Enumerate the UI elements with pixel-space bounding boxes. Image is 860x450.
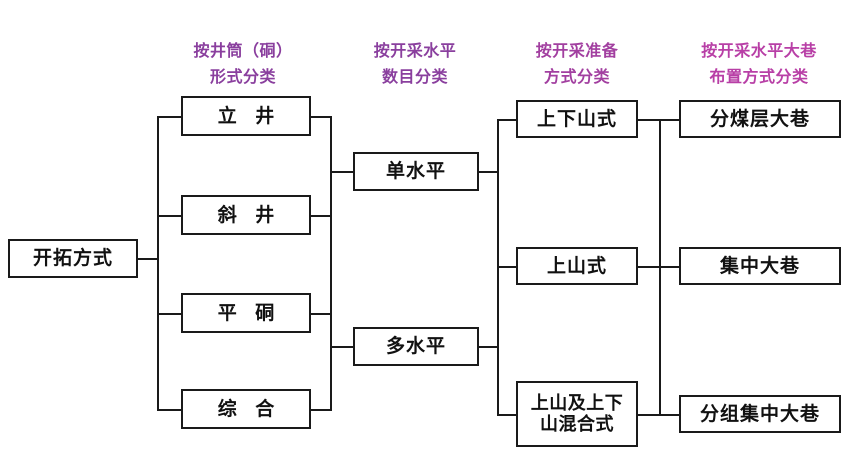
connector-bus4-to-fenzujizhong	[659, 414, 681, 416]
connector-bus2-to-danshuiping	[330, 171, 354, 173]
connector-bus-level2	[330, 116, 332, 410]
connector-bus1-to-zonghe	[157, 409, 182, 411]
node-pingdong[interactable]: 平 硐	[181, 293, 311, 333]
node-xiejing[interactable]: 斜 井	[181, 195, 311, 235]
node-fenzujizhong-label: 分组集中大巷	[699, 402, 820, 425]
node-shangshanshi-label: 上山式	[546, 254, 607, 277]
column-header-3: 按开采准备 方式分类	[514, 12, 640, 90]
node-jizhong[interactable]: 集中大巷	[679, 247, 841, 285]
connector-danshuiping-out	[478, 171, 499, 173]
node-fenmeiceng[interactable]: 分煤层大巷	[679, 100, 841, 138]
column-header-2-label: 按开采水平 数目分类	[373, 41, 457, 86]
node-duoshuiping[interactable]: 多水平	[353, 327, 479, 366]
connector-bus2-to-duoshuiping	[330, 346, 354, 348]
column-header-1: 按井筒（硐） 形式分类	[178, 12, 308, 90]
node-root-label: 开拓方式	[32, 247, 113, 269]
node-duoshuiping-label: 多水平	[385, 335, 446, 357]
connector-bus1-to-lijing	[157, 116, 182, 118]
node-hunheshi-label: 上山及上下 山混合式	[530, 393, 624, 435]
node-danshuiping-label: 单水平	[385, 160, 446, 182]
connector-root-stub	[138, 258, 159, 260]
connector-xiejing-out	[310, 215, 332, 217]
connector-bus1-to-pingdong	[157, 313, 182, 315]
column-header-4-label: 按开采水平大巷 布置方式分类	[701, 41, 817, 86]
connector-bus4-to-jizhong	[659, 266, 681, 268]
node-root[interactable]: 开拓方式	[8, 239, 138, 278]
node-shangxiashanshi[interactable]: 上下山式	[516, 100, 638, 138]
connector-duoshuiping-out	[478, 346, 499, 348]
connector-hunheshi-out	[637, 414, 659, 416]
column-header-3-label: 按开采准备 方式分类	[535, 41, 619, 86]
node-jizhong-label: 集中大巷	[719, 254, 800, 277]
connector-shangshanshi-out	[637, 266, 659, 268]
node-shangxiashanshi-label: 上下山式	[536, 107, 617, 130]
node-pingdong-label: 平 硐	[217, 301, 281, 324]
node-zonghe[interactable]: 综 合	[181, 389, 311, 429]
connector-bus3-to-shangshanshi	[497, 266, 518, 268]
node-shangshanshi[interactable]: 上山式	[516, 247, 638, 285]
node-danshuiping[interactable]: 单水平	[353, 152, 479, 191]
node-hunheshi[interactable]: 上山及上下 山混合式	[516, 381, 638, 447]
connector-bus3-to-shangxiashanshi	[497, 119, 518, 121]
connector-shangxiashanshi-out	[637, 119, 659, 121]
connector-lijing-out	[310, 116, 332, 118]
column-header-2: 按开采水平 数目分类	[352, 12, 478, 90]
node-xiejing-label: 斜 井	[217, 203, 281, 226]
node-lijing[interactable]: 立 井	[181, 96, 311, 136]
connector-bus1-to-xiejing	[157, 215, 182, 217]
connector-pingdong-out	[310, 313, 332, 315]
connector-zonghe-out	[310, 409, 332, 411]
node-fenzujizhong[interactable]: 分组集中大巷	[679, 395, 841, 433]
connector-bus4-to-fenmeiceng	[659, 119, 681, 121]
column-header-4: 按开采水平大巷 布置方式分类	[676, 12, 842, 90]
connector-bus3-to-hunheshi	[497, 414, 518, 416]
node-fenmeiceng-label: 分煤层大巷	[709, 107, 810, 130]
node-zonghe-label: 综 合	[217, 397, 281, 420]
column-header-1-label: 按井筒（硐） 形式分类	[193, 41, 293, 86]
node-lijing-label: 立 井	[217, 104, 281, 127]
connector-bus-level1	[157, 116, 159, 410]
